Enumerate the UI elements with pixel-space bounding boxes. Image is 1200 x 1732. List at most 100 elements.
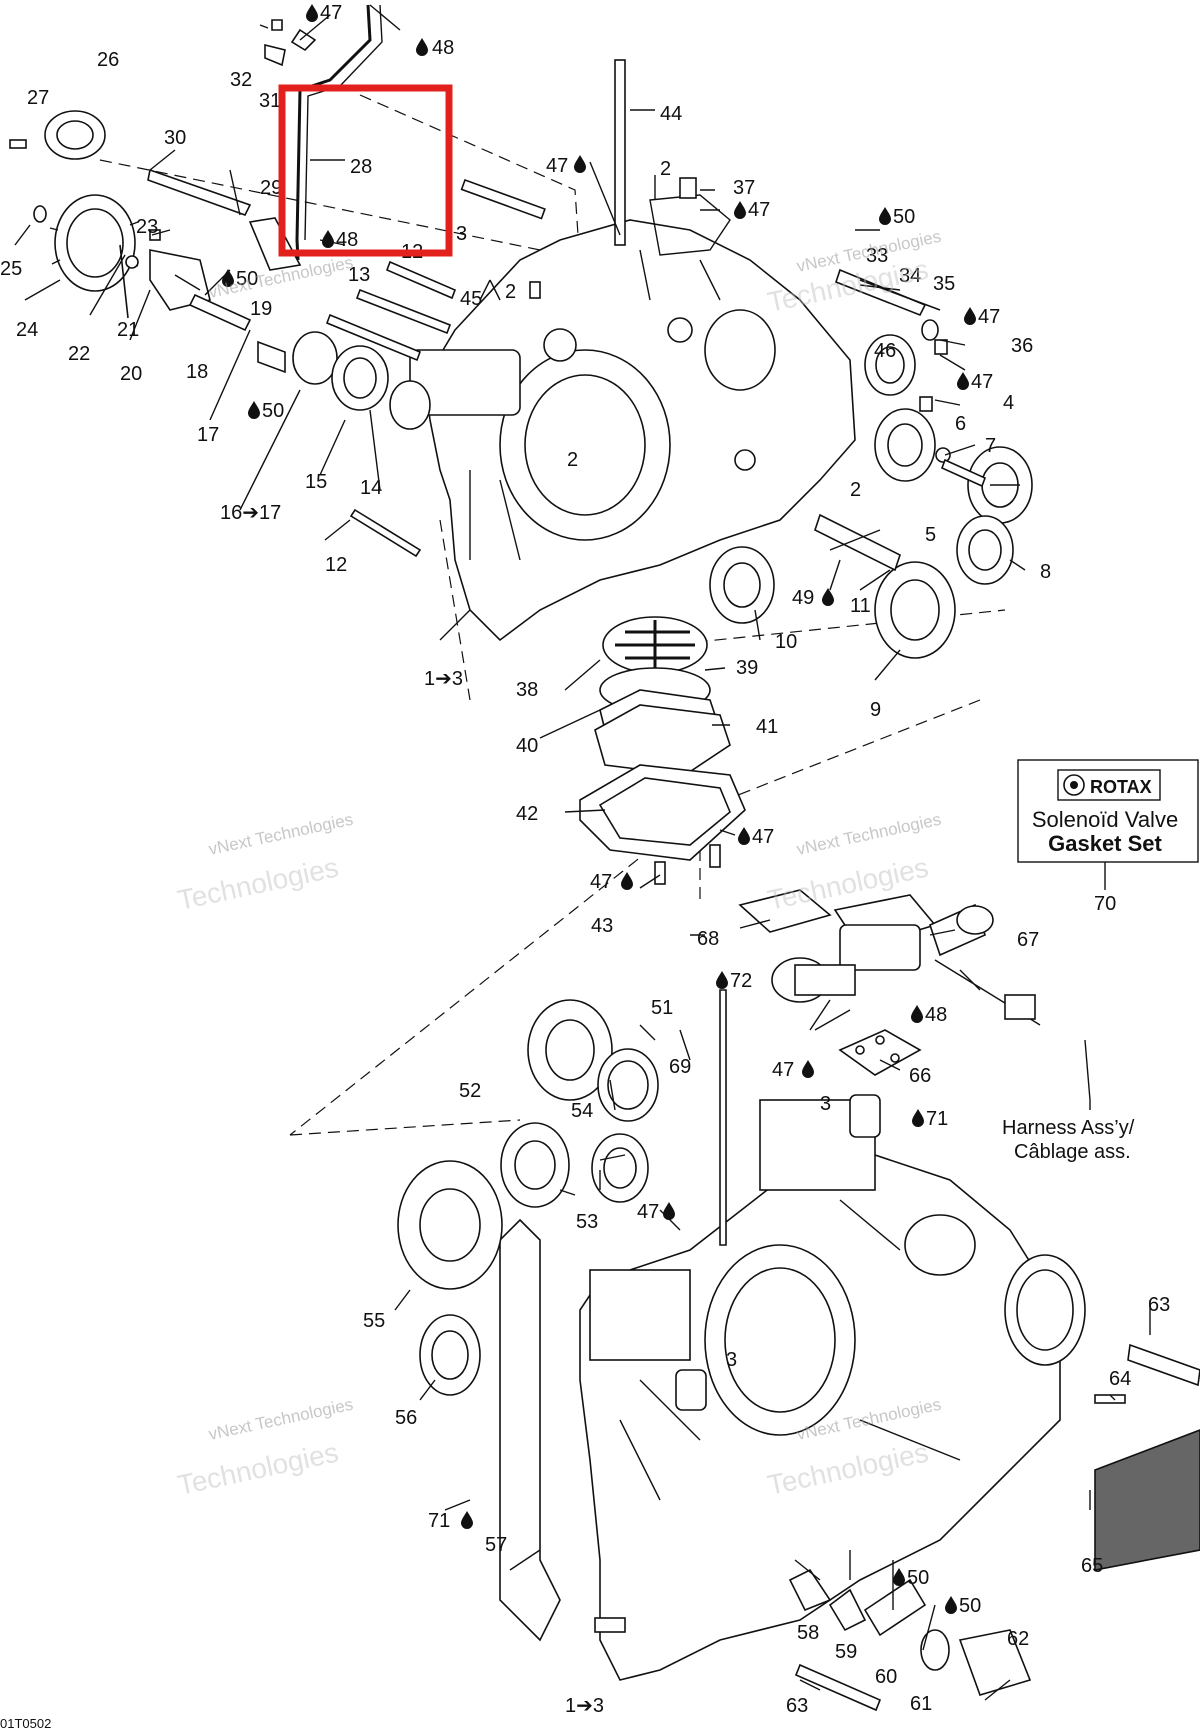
part-28-highlight-box[interactable] (278, 84, 453, 257)
callout-labels: 1➔3 1➔3 2 2 2 2 3 3 3 4 5 6 7 8 9 10 11 … (0, 49, 1170, 1717)
callout-label: 60 (875, 1666, 897, 1688)
upper-bearings (460, 59, 1033, 659)
callout-label: 61 (910, 1693, 932, 1715)
callout-label: 62 (1007, 1628, 1029, 1650)
callout-label: 18 (186, 361, 208, 383)
callout-label: 21 (117, 319, 139, 341)
lubricant-drop-icon (663, 1202, 675, 1220)
callout-label: 17 (197, 424, 219, 446)
callout-label: 36 (1011, 335, 1033, 357)
callout-label: 28 (350, 156, 372, 178)
lubricant-drop-icon (734, 201, 746, 219)
callout-label: 54 (571, 1100, 593, 1122)
callout-label: 8 (1040, 561, 1051, 583)
lubricant-drop-icon (716, 971, 728, 989)
lubricant-drop-icon (879, 207, 891, 225)
lubricant-label: 47 (637, 1201, 659, 1223)
callout-label: 16➔17 (220, 502, 281, 524)
callout-label: 7 (985, 435, 996, 457)
lubricant-label: 48 (432, 37, 454, 59)
callout-label: 55 (363, 1310, 385, 1332)
callout-label: 11 (850, 595, 871, 617)
callout-label: 51 (651, 997, 673, 1019)
callout-label: 46 (874, 340, 896, 362)
lubricant-label: 47 (978, 306, 1000, 328)
callout-label: 66 (909, 1065, 931, 1087)
lubricant-drop-icon (416, 38, 428, 56)
callout-label: 44 (660, 103, 682, 125)
harness-note-line1: Harness Ass’y/ (1002, 1117, 1135, 1139)
kit-legend-subtitle: Gasket Set (1048, 831, 1162, 856)
callout-label: 2 (850, 479, 861, 501)
callout-label: 56 (395, 1407, 417, 1429)
callout-label: 65 (1081, 1555, 1103, 1577)
harness-note: Harness Ass’y/ Câblage ass. (1002, 1117, 1135, 1163)
lubricant-label: 71 (926, 1108, 948, 1130)
callout-label: 9 (870, 699, 881, 721)
callout-label: 32 (230, 69, 252, 91)
leader-lines (14, 4, 1151, 1701)
callout-label: 53 (576, 1211, 598, 1233)
callout-label: 2 (660, 158, 671, 180)
lubricant-drop-icon (911, 1005, 923, 1023)
callout-label: 14 (360, 477, 382, 499)
harness-note-line2: Câblage ass. (1014, 1141, 1131, 1163)
callout-label: 41 (756, 716, 778, 738)
lower-crankcase (499, 1094, 1086, 1681)
lubricant-drop-icon (322, 230, 334, 248)
callout-label: 40 (516, 735, 538, 757)
oil-pump-group (9, 19, 457, 558)
oil-screen-cover (579, 616, 746, 885)
callout-label: 39 (736, 657, 758, 679)
callout-label: 3 (456, 223, 467, 245)
watermark-text: Technologies (175, 1437, 341, 1501)
upper-crankcase (409, 194, 856, 642)
callout-label: 68 (697, 928, 719, 950)
callout-label: 27 (27, 87, 49, 109)
lubricant-label: 50 (907, 1567, 929, 1589)
callout-label: 4 (1003, 392, 1014, 414)
callout-label: 2 (567, 449, 578, 471)
callout-label: 33 (866, 245, 888, 267)
lubricant-label: 48 (925, 1004, 947, 1026)
callout-label: 67 (1017, 929, 1039, 951)
callout-label: 45 (460, 288, 482, 310)
callout-label: 3 (726, 1349, 737, 1371)
lubricant-drop-icon (912, 1109, 924, 1127)
callout-label: 70 (1094, 893, 1116, 915)
solenoid-valve (738, 889, 1041, 1076)
lubricant-label: 47 (320, 2, 342, 24)
lubricant-drop-icon (306, 4, 318, 22)
lubricant-label: 47 (772, 1059, 794, 1081)
callout-label: 59 (835, 1641, 857, 1663)
lubricant-label: 47 (590, 871, 612, 893)
lubricant-label: 50 (893, 206, 915, 228)
callout-label: 38 (516, 679, 538, 701)
callout-label: 20 (120, 363, 142, 385)
callout-label: 64 (1109, 1368, 1131, 1390)
lubricant-label: 49 (792, 587, 814, 609)
lubricant-callouts: 47 48 47 47 48 50 50 50 47 47 49 47 47 7… (222, 2, 1000, 1617)
callout-label: 13 (348, 264, 370, 286)
callout-label: 57 (485, 1534, 507, 1556)
lubricant-label: 50 (959, 1595, 981, 1617)
callout-label: 19 (250, 298, 272, 320)
callout-label: 31 (259, 90, 281, 112)
lubricant-drop-icon (738, 827, 750, 845)
lubricant-label: 72 (730, 970, 752, 992)
callout-label: 25 (0, 258, 22, 280)
kit-legend: ROTAX Solenoïd Valve Gasket Set (1017, 759, 1199, 890)
callout-label: 30 (164, 127, 186, 149)
lubricant-drop-icon (964, 307, 976, 325)
kit-legend-title: Solenoïd Valve (1032, 807, 1178, 832)
callout-label: 5 (925, 524, 936, 546)
callout-label: 22 (68, 343, 90, 365)
lubricant-drop-icon (945, 1596, 957, 1614)
lubricant-label: 47 (971, 371, 993, 393)
callout-label: 15 (305, 471, 327, 493)
lubricant-drop-icon (461, 1511, 473, 1529)
callout-label: 24 (16, 319, 38, 341)
callout-label: 37 (733, 177, 755, 199)
figure-code: 01T0502 (0, 1716, 51, 1731)
